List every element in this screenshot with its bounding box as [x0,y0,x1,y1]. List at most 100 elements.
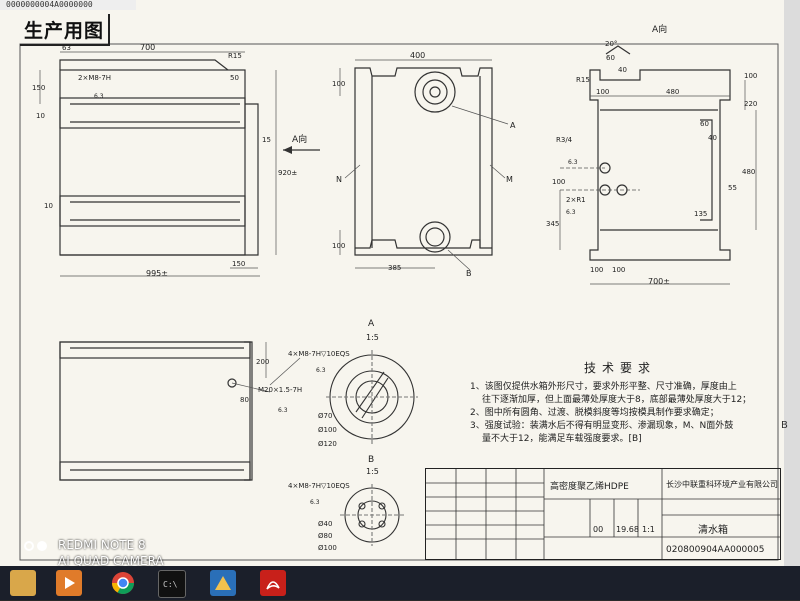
dim-100-a: 100 [596,88,609,96]
dim-40-right: 40 [708,134,717,142]
dim-150-left: 150 [32,84,45,92]
tech-heading: 技术要求 [583,361,656,375]
roughness-right-2: 6.3 [566,209,576,216]
detail-b-d80: Ø80 [318,532,332,540]
window-edge [784,0,800,566]
cad-app-icon[interactable] [210,570,236,596]
material-label: 高密度聚乙烯HDPE [550,482,629,492]
dim-700-right: 700± [648,277,670,286]
thread-2xm8: 2×M8-7H [78,74,111,82]
label-m: M [506,175,513,184]
dim-135: 135 [694,210,707,218]
watermark-line-2: AI QUAD CAMERA [58,554,164,566]
roughness-right: 6.3 [568,159,578,166]
tech-line-2: 往下逐渐加厚，但上面最薄处厚度大于8，底部最薄处厚度大于12； [482,395,752,405]
dim-200: 200 [256,358,269,366]
file-explorer-icon[interactable] [10,570,36,596]
stage-value: 00 [593,525,604,534]
tech-line-1: 1、该图仅提供水箱外形尺寸，要求外形平整、尺寸准确，厚度由上 [470,382,737,392]
part-name: 清水箱 [698,525,728,536]
arrow-a [283,146,320,154]
detail-a [326,350,418,444]
drawing-number: 020800904AA000005 [666,545,765,555]
dim-100-e: 100 [612,266,625,274]
label-n: N [336,175,342,184]
side-view [59,341,253,481]
detail-b-label: B [368,455,374,465]
dim-20deg: 20° [605,40,617,48]
cad-viewer: 0000000004A0000000 700 63 R15 50 15 [0,0,800,566]
detail-b-roughness: 6.3 [310,499,320,506]
dim-10-top: 10 [36,112,45,120]
dim-40: 40 [618,66,627,74]
technical-requirements: 技术要求 1、该图仅提供水箱外形尺寸，要求外形平整、尺寸准确，厚度由上 往下逐渐… [470,362,770,446]
dim-100-b: 100 [744,72,757,80]
detail-b-scale: 1:5 [366,467,379,476]
dim-10-bottom: 10 [44,202,53,210]
pdf-reader-icon[interactable] [260,570,286,596]
detail-a-label: A [368,319,375,329]
detail-a-d100: Ø100 [318,426,337,434]
detail-b-d40: Ø40 [318,520,332,528]
tech-line-4: 3、强度试验：装满水后不得有明显变形、渗漏现象，M、N面外鼓 [470,421,734,431]
dim-700: 700 [140,43,155,52]
view-a-title: A向 [652,23,667,35]
side-roughness: 6.3 [316,367,326,374]
dim-100-bottom-left: 100 [332,242,345,250]
title-block: 高密度聚乙烯HDPE 长沙中联重科环境产业有限公司 清水箱 020800904A… [425,468,781,560]
camera-dots-icon [24,540,52,552]
dim-920: 920± [278,169,297,177]
dim-100-d: 100 [590,266,603,274]
dim-r15-right: R15 [576,76,590,84]
dim-480-top: 480 [666,88,679,96]
title-block-grid [426,469,780,559]
dim-60-right: 60 [700,120,709,128]
dim-80: 80 [240,396,249,404]
terminal-icon[interactable]: C:\ [158,570,186,598]
detail-b [340,484,404,546]
side-thread: 4×M8-7H▽10EQS [288,350,350,358]
engineering-drawing: 700 63 R15 50 150 10 15 920± 10 150 995±… [19,23,779,561]
arrow-a-label: A向 [292,133,307,145]
dim-400: 400 [410,51,425,60]
dim-995: 995± [146,269,168,278]
chrome-icon[interactable] [110,570,136,596]
dim-55: 55 [728,184,737,192]
dim-63: 63 [62,44,71,52]
taskbar: C:\ [0,566,800,600]
side-roughness-2: 6.3 [278,407,288,414]
top-view [354,67,493,256]
label-b: B [466,269,472,278]
dim-345: 345 [546,220,559,228]
edge-zone-letter: B [781,420,788,431]
watermark-line-1: REDMI NOTE 8 [58,538,146,552]
dim-100-c: 100 [552,178,565,186]
dim-r15: R15 [228,52,242,60]
dim-60: 60 [606,54,615,62]
tech-line-3: 2、图中所有圆角、过渡、脱模斜度等均按模具制作要求确定； [470,408,719,418]
detail-a-d70: Ø70 [318,412,332,420]
media-player-icon[interactable] [56,570,82,596]
detail-a-scale: 1:5 [366,333,379,342]
right-view [589,45,731,261]
dim-100-top-left: 100 [332,80,345,88]
company-name: 长沙中联重科环境产业有限公司 [666,480,778,489]
detail-b-d100: Ø100 [318,544,337,552]
dim-r3-4: R3/4 [556,136,573,144]
dim-m20: M20×1.5-7H [258,386,302,394]
detail-b-thread: 4×M8-7H▽10EQS [288,482,350,490]
dim-480-right: 480 [742,168,755,176]
drawing-title: 生产用图 [24,20,105,42]
tech-line-5: 量不大于12，能满足车载强度要求。[B] [482,434,642,444]
scale-value: 1:1 [642,525,655,534]
dim-2xr1: 2×R1 [566,196,586,204]
camera-watermark: REDMI NOTE 8 AI QUAD CAMERA [24,537,164,566]
weight-value: 19.68 [616,525,639,534]
dim-50: 50 [230,74,239,82]
detail-a-d120: Ø120 [318,440,337,448]
dim-385: 385 [388,264,401,272]
dim-15: 15 [262,136,271,144]
label-a: A [510,121,516,130]
top-status-text: 0000000004A0000000 [0,0,136,10]
roughness-front: 6.3 [94,93,104,100]
